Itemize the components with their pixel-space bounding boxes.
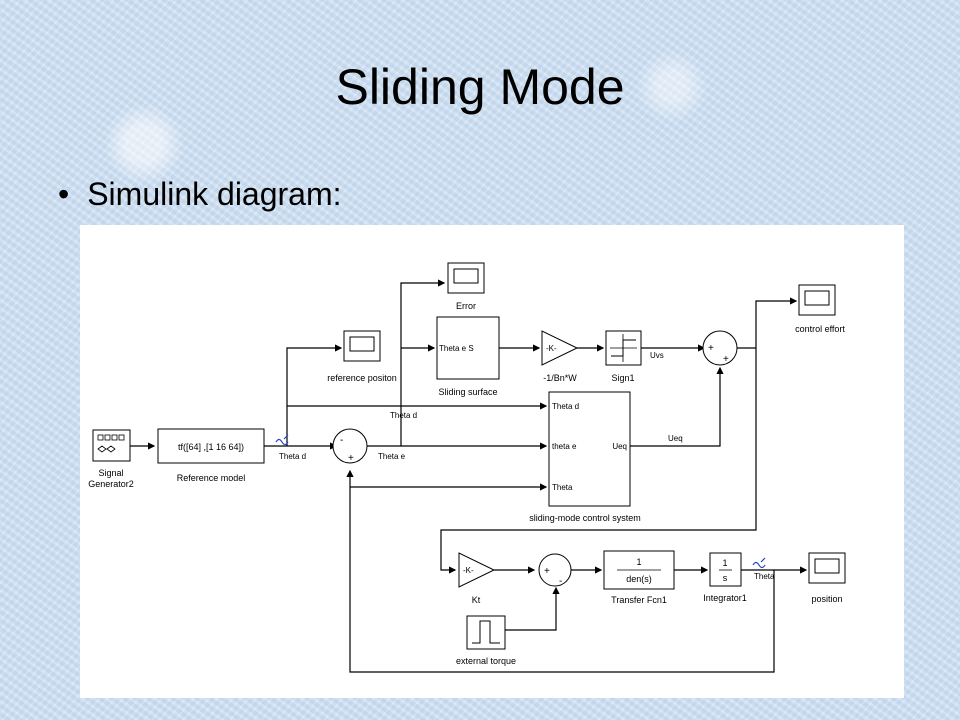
sign-block[interactable]: Sign1	[605, 330, 642, 383]
reference-position-scope-block[interactable]: reference positon	[327, 330, 397, 383]
smc-port-ueq: Ueq	[612, 442, 627, 451]
smc-port-theta: Theta	[552, 483, 573, 492]
sliding-surface-label: Sliding surface	[438, 387, 497, 397]
signal-generator-label-1: Signal	[98, 468, 123, 478]
transfer-fcn-label: Transfer Fcn1	[611, 595, 667, 605]
integrator-label: Integrator1	[703, 593, 747, 603]
signal-viewer-icon	[275, 434, 289, 446]
sum-control-plus-1: +	[708, 343, 714, 354]
signal-label-uvs: Uvs	[650, 351, 664, 360]
sum-sign-minus: -	[340, 435, 343, 446]
error-scope-block[interactable]: Error	[447, 262, 485, 311]
signal-label-theta: Theta	[754, 572, 775, 581]
signal-label-ueq: Ueq	[668, 434, 683, 443]
integrator-den: s	[723, 573, 728, 583]
gain-bnw-label: -1/Bn*W	[543, 373, 577, 383]
sum-block-control[interactable]: + +	[702, 330, 738, 366]
gain-block-bnw[interactable]: -K- -1/Bn*W	[541, 330, 579, 383]
reference-model-label: Reference model	[177, 473, 246, 483]
transfer-fcn-num: 1	[636, 557, 641, 567]
control-effort-label: control effort	[795, 324, 845, 334]
sum-sign-plus: +	[348, 453, 354, 464]
control-effort-scope-block[interactable]: control effort	[795, 284, 845, 334]
sum-torque-minus: -	[559, 576, 562, 587]
external-torque-block[interactable]: external torque	[456, 615, 516, 666]
smc-system-block[interactable]: Theta d theta e Theta Ueq sliding-mode c…	[529, 391, 641, 523]
smc-port-theta-d: Theta d	[552, 402, 579, 411]
bullet-dot: •	[58, 176, 70, 212]
integrator-block[interactable]: 1 s Integrator1	[703, 552, 747, 603]
signal-label-theta-e: Theta e	[378, 452, 406, 461]
bullet-text: Simulink diagram:	[87, 176, 342, 212]
transfer-fcn-den: den(s)	[626, 574, 652, 584]
reference-model-expr: tf([64] ,[1 16 64])	[178, 442, 244, 452]
sum-block-torque[interactable]: + -	[538, 553, 572, 587]
gain-kt-label: Kt	[472, 595, 481, 605]
external-torque-label: external torque	[456, 656, 516, 666]
smc-system-label: sliding-mode control system	[529, 513, 641, 523]
sum-torque-plus: +	[544, 566, 550, 577]
position-scope-block[interactable]: position	[808, 552, 846, 604]
sliding-surface-port: Theta e S	[439, 344, 474, 353]
signal-label-theta-d-2: Theta d	[390, 411, 417, 420]
sum-control-plus-2: +	[723, 354, 729, 365]
signal-label-theta-d: Theta d	[279, 452, 306, 461]
diagram-svg: Signal Generator2 tf([64] ,[1 16 64]) Re…	[88, 262, 846, 673]
error-label: Error	[456, 301, 476, 311]
sum-block-1[interactable]: - +	[332, 428, 368, 464]
reference-position-label: reference positon	[327, 373, 397, 383]
sliding-surface-block[interactable]: Theta e S Sliding surface	[436, 316, 500, 397]
sign-label: Sign1	[611, 373, 634, 383]
smc-port-theta-e: theta e	[552, 442, 577, 451]
gain-k-label: -K-	[546, 344, 557, 353]
slide-title: Sliding Mode	[335, 59, 625, 115]
gain-kt-k-label: -K-	[463, 566, 474, 575]
signal-generator-label-2: Generator2	[88, 479, 134, 489]
position-label: position	[811, 594, 842, 604]
signal-generator-block[interactable]: Signal Generator2	[88, 429, 134, 489]
gain-block-kt[interactable]: -K- Kt	[458, 552, 496, 605]
reference-model-block[interactable]: tf([64] ,[1 16 64]) Reference model	[157, 428, 265, 483]
signal-viewer-icon-theta	[752, 557, 766, 569]
bullet-item: • Simulink diagram:	[58, 176, 342, 213]
integrator-num: 1	[722, 558, 727, 568]
signal-lines	[130, 279, 808, 673]
simulink-diagram: Signal Generator2 tf([64] ,[1 16 64]) Re…	[80, 225, 904, 698]
transfer-fcn-block[interactable]: 1 den(s) Transfer Fcn1	[603, 550, 675, 605]
